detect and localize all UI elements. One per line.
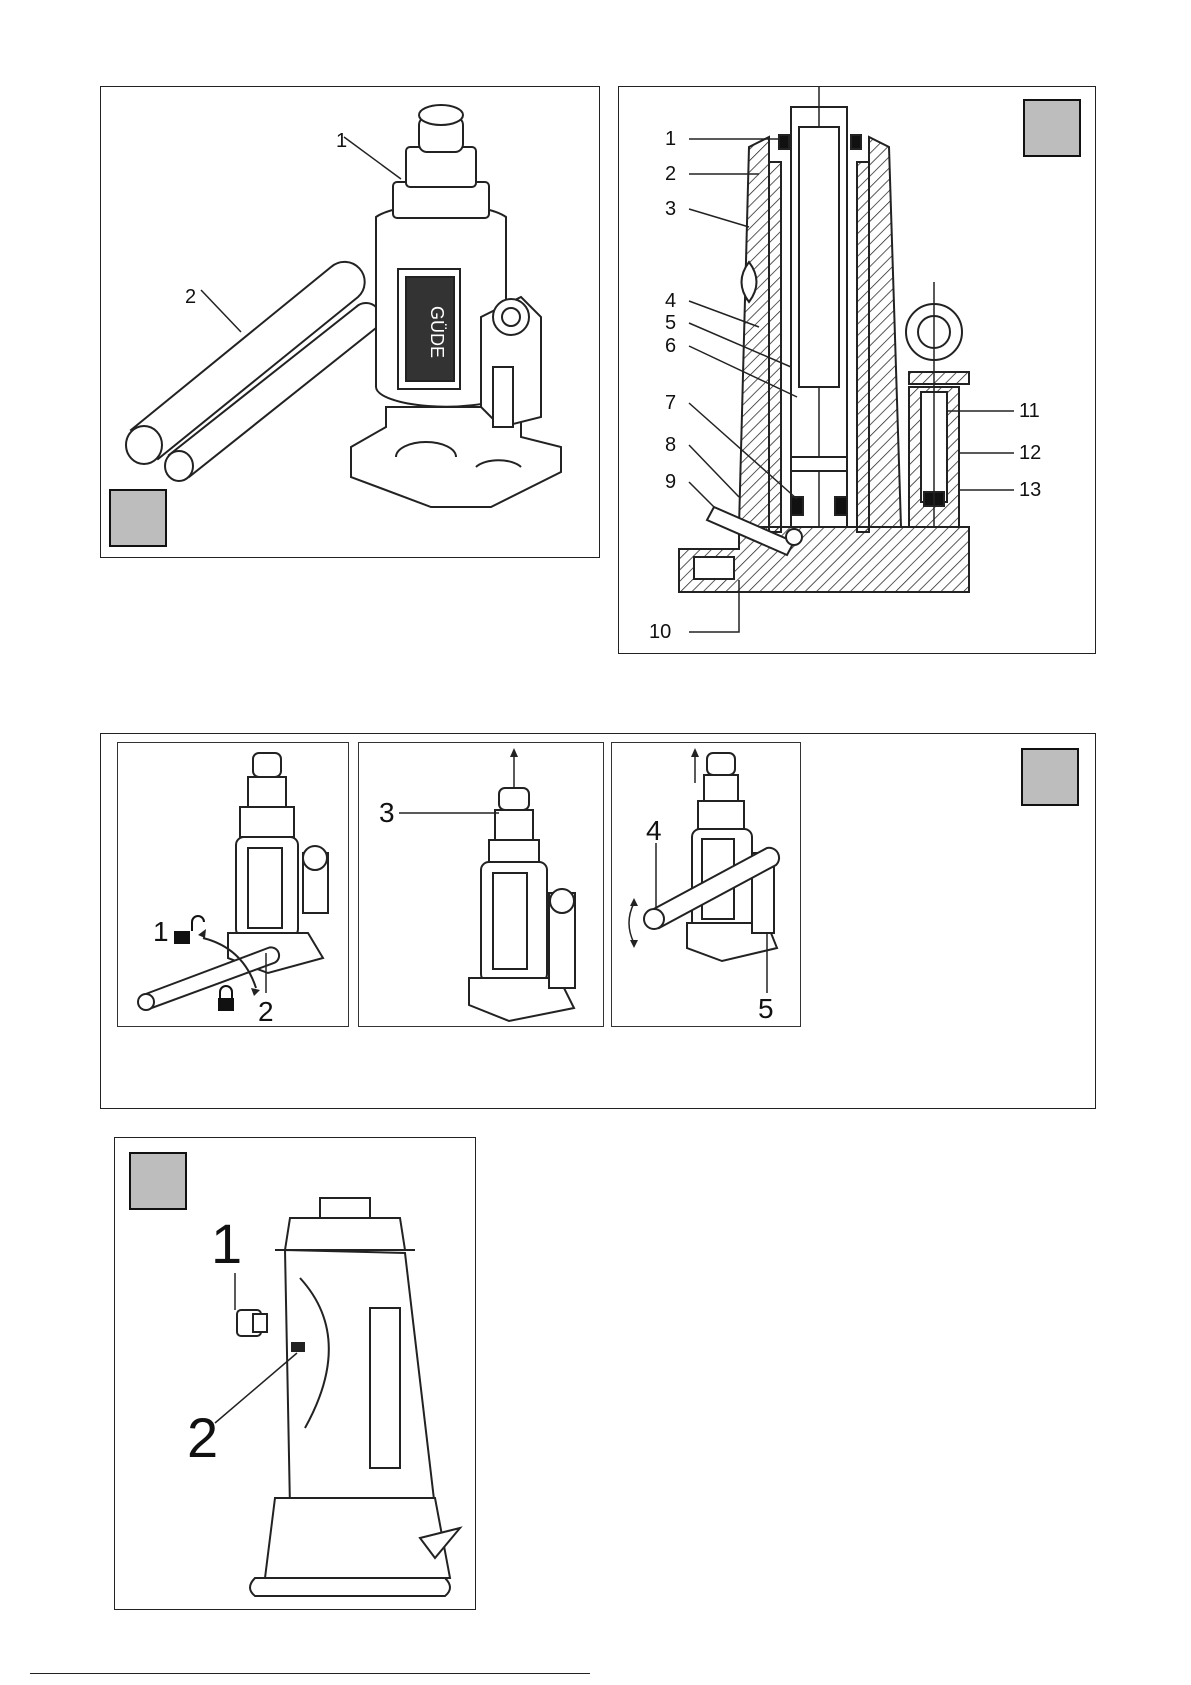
callout-1: 1 [336, 131, 347, 151]
callout-2: 2 [185, 287, 196, 307]
figure-3-panel: 1 2 3 [100, 733, 1096, 1109]
callout-1: 1 [153, 918, 169, 946]
brand-label: GÜDE [427, 306, 447, 358]
callout-5: 5 [665, 313, 676, 333]
callout-8: 8 [665, 435, 676, 455]
callout-2: 2 [258, 998, 274, 1026]
callout-3: 3 [665, 199, 676, 219]
step-panel-pump-handle: 4 5 [611, 742, 801, 1027]
callout-7: 7 [665, 393, 676, 413]
jack-pump-handle [612, 743, 802, 1028]
jack-raise-screw [359, 743, 605, 1028]
callout-5: 5 [758, 995, 774, 1023]
figure-number-badge [1021, 748, 1079, 806]
callout-10: 10 [649, 622, 671, 642]
oil-plug-icon [237, 1310, 267, 1336]
step-panel-release-valve: 1 2 [117, 742, 349, 1027]
callout-12: 12 [1019, 443, 1041, 463]
figure-2-panel: 1 2 3 4 5 6 7 8 9 10 11 12 13 [618, 86, 1096, 654]
figure-4-panel: 1 2 [114, 1137, 476, 1610]
unlock-icon [174, 916, 204, 944]
bottle-jack-illustration: GÜDE [101, 87, 601, 559]
footer-rule [30, 1673, 590, 1674]
callout-9: 9 [665, 472, 676, 492]
callout-4: 4 [646, 817, 662, 845]
callout-6: 6 [665, 336, 676, 356]
callout-3: 3 [379, 799, 395, 827]
jack-side-view [115, 1138, 477, 1611]
lock-icon [218, 986, 234, 1011]
callout-4: 4 [665, 291, 676, 311]
jack-with-handle-valve [118, 743, 350, 1028]
callout-2: 2 [665, 164, 676, 184]
figure-1-panel: GÜDE 1 2 [100, 86, 600, 558]
callout-2: 2 [187, 1410, 218, 1466]
step-panel-raise-screw: 3 [358, 742, 604, 1027]
callout-13: 13 [1019, 480, 1041, 500]
callout-11: 11 [1019, 401, 1040, 421]
callout-1: 1 [211, 1216, 242, 1272]
jack-cross-section-drawing [619, 87, 1097, 655]
callout-1: 1 [665, 129, 676, 149]
